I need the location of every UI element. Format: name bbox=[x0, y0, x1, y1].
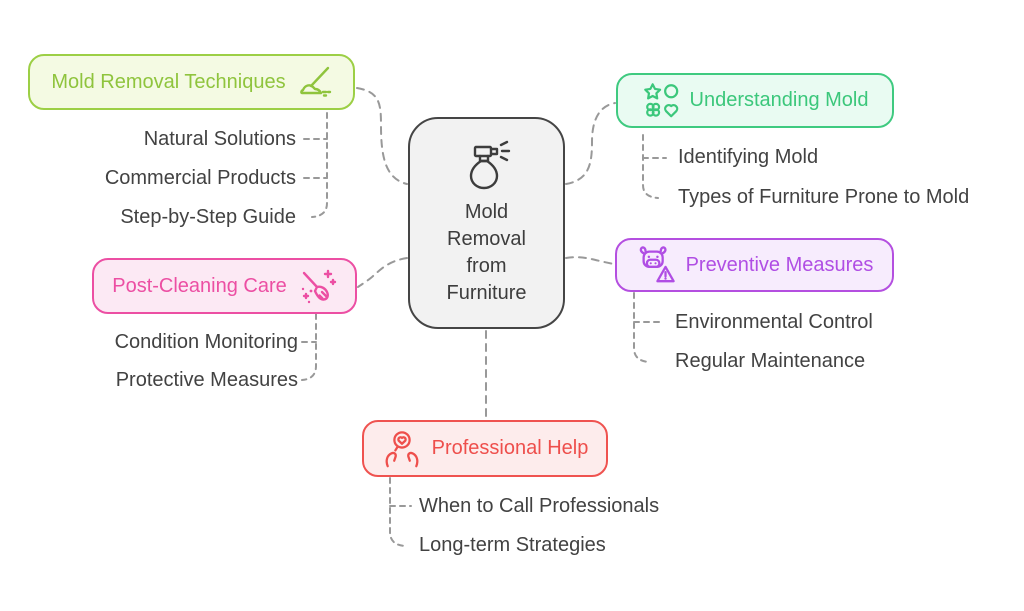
connector-center-to-techniques bbox=[356, 87, 408, 185]
subtopic-when-to-call-professionals[interactable]: When to Call Professionals bbox=[419, 495, 660, 517]
subtopic-protective-measures[interactable]: Protective Measures bbox=[115, 369, 298, 391]
spray-bottle-icon bbox=[469, 140, 510, 190]
connector-postcleaning-children bbox=[301, 313, 317, 381]
branch-mold-removal-techniques[interactable]: Mold Removal Techniques bbox=[28, 54, 355, 110]
subtopic-identifying-mold[interactable]: Identifying Mold bbox=[678, 146, 819, 168]
mop-icon bbox=[299, 66, 331, 97]
center-node-label: Mold Removal from Furniture bbox=[446, 201, 527, 304]
subtopic-environmental-control[interactable]: Environmental Control bbox=[675, 311, 873, 333]
subtopic-commercial-products[interactable]: Commercial Products bbox=[104, 167, 296, 189]
connector-center-to-postcleaning bbox=[357, 257, 408, 288]
subtopic-regular-maintenance[interactable]: Regular Maintenance bbox=[675, 350, 866, 372]
branch-professional-help[interactable]: Professional Help bbox=[362, 420, 608, 477]
branch-post-cleaning-care[interactable]: Post-Cleaning Care bbox=[92, 258, 357, 314]
broom-sparkles-icon bbox=[301, 269, 336, 304]
subtopic-types-of-furniture[interactable]: Types of Furniture Prone to Mold bbox=[678, 186, 970, 208]
connector-preventive-children bbox=[633, 292, 650, 363]
subtopic-step-by-step-guide[interactable]: Step-by-Step Guide bbox=[120, 206, 296, 228]
branch-understanding-mold[interactable]: Understanding Mold bbox=[616, 73, 894, 128]
branch-label: Understanding Mold bbox=[689, 89, 869, 111]
shapes-icon bbox=[643, 83, 678, 118]
branch-label: Mold Removal Techniques bbox=[51, 70, 286, 93]
connector-techniques-children bbox=[311, 112, 328, 218]
cow-warning-icon bbox=[639, 246, 675, 283]
center-node[interactable]: Mold Removal from Furniture bbox=[408, 117, 565, 329]
subtopic-natural-solutions[interactable]: Natural Solutions bbox=[143, 128, 296, 150]
subtopic-condition-monitoring[interactable]: Condition Monitoring bbox=[114, 331, 298, 353]
branch-label: Professional Help bbox=[431, 437, 589, 459]
branch-preventive-measures[interactable]: Preventive Measures bbox=[615, 238, 894, 292]
subtopic-long-term-strategies[interactable]: Long-term Strategies bbox=[419, 534, 606, 556]
branch-label: Preventive Measures bbox=[685, 253, 874, 276]
connector-center-to-preventive bbox=[565, 256, 615, 265]
branch-label: Post-Cleaning Care bbox=[112, 274, 287, 297]
hands-heart-icon bbox=[385, 430, 419, 467]
connector-center-to-understanding bbox=[565, 102, 616, 185]
connector-professional-children bbox=[389, 477, 406, 547]
connector-understanding-children bbox=[642, 134, 659, 199]
